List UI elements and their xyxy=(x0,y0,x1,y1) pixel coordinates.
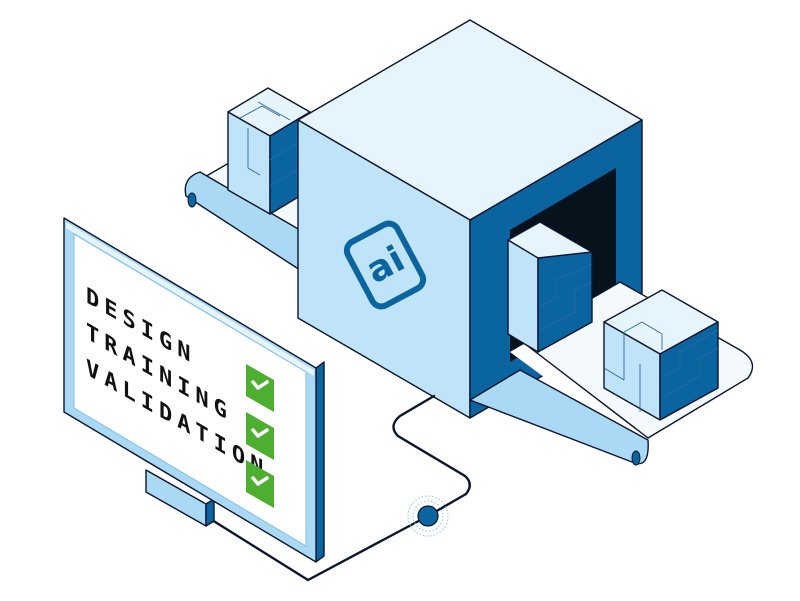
roller-hole-icon xyxy=(187,192,197,208)
data-cable xyxy=(210,394,471,582)
checkmark-icon xyxy=(246,364,274,412)
roller-hole-icon xyxy=(631,450,641,466)
data-cube-in-tunnel xyxy=(507,221,593,353)
connection-node-icon xyxy=(417,505,439,527)
checkmark-icon xyxy=(246,460,274,508)
checkmark-icon xyxy=(246,412,274,460)
monitor: DESIGN TRAINING VALIDATION xyxy=(63,217,325,563)
data-cube-front xyxy=(603,289,719,421)
